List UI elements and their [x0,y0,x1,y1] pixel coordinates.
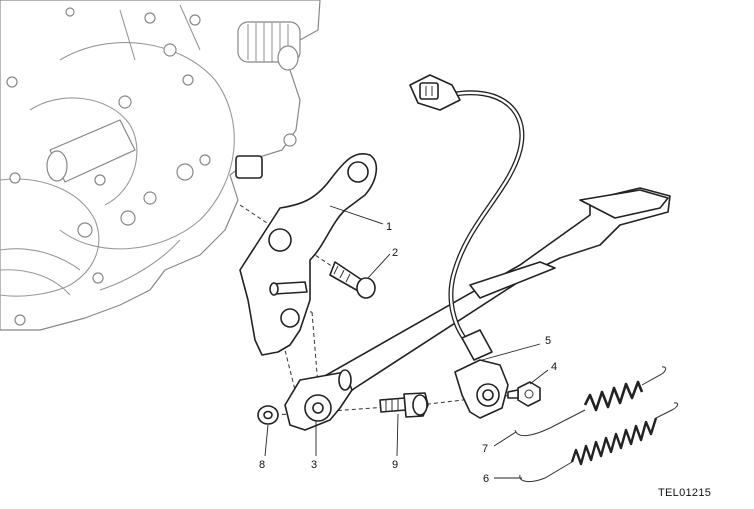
part-8-washer [257,405,279,425]
leader-lines [264,205,549,479]
pivot-pin [269,281,308,296]
engine-sensor-plug [235,155,263,179]
engine-crankcase [0,0,321,331]
part-2-bolt [329,261,376,299]
part-9-bolt [379,392,429,418]
part-1-stand-bracket [239,153,378,356]
callout-6: 6 [483,473,489,485]
callout-5: 5 [545,335,551,347]
callout-3: 3 [311,459,317,471]
part-4-nut [507,381,541,407]
part-5-stand-switch [454,359,509,419]
callout-1: 1 [386,221,392,233]
part-7-spring-small [514,366,667,437]
callout-labels: 1 2 3 4 5 6 7 8 9 [259,221,557,485]
callout-7: 7 [482,443,488,455]
callout-8: 8 [259,459,265,471]
output-shaft [237,21,301,71]
callout-9: 9 [392,459,398,471]
stand-sensor-cable [409,74,525,361]
callout-2: 2 [392,247,398,259]
side-stand-leg [284,187,671,431]
drawing-code: TEL01215 [658,487,711,499]
part-6-spring-large [519,402,679,483]
callout-4: 4 [551,361,557,373]
engine-bolts [6,7,297,326]
